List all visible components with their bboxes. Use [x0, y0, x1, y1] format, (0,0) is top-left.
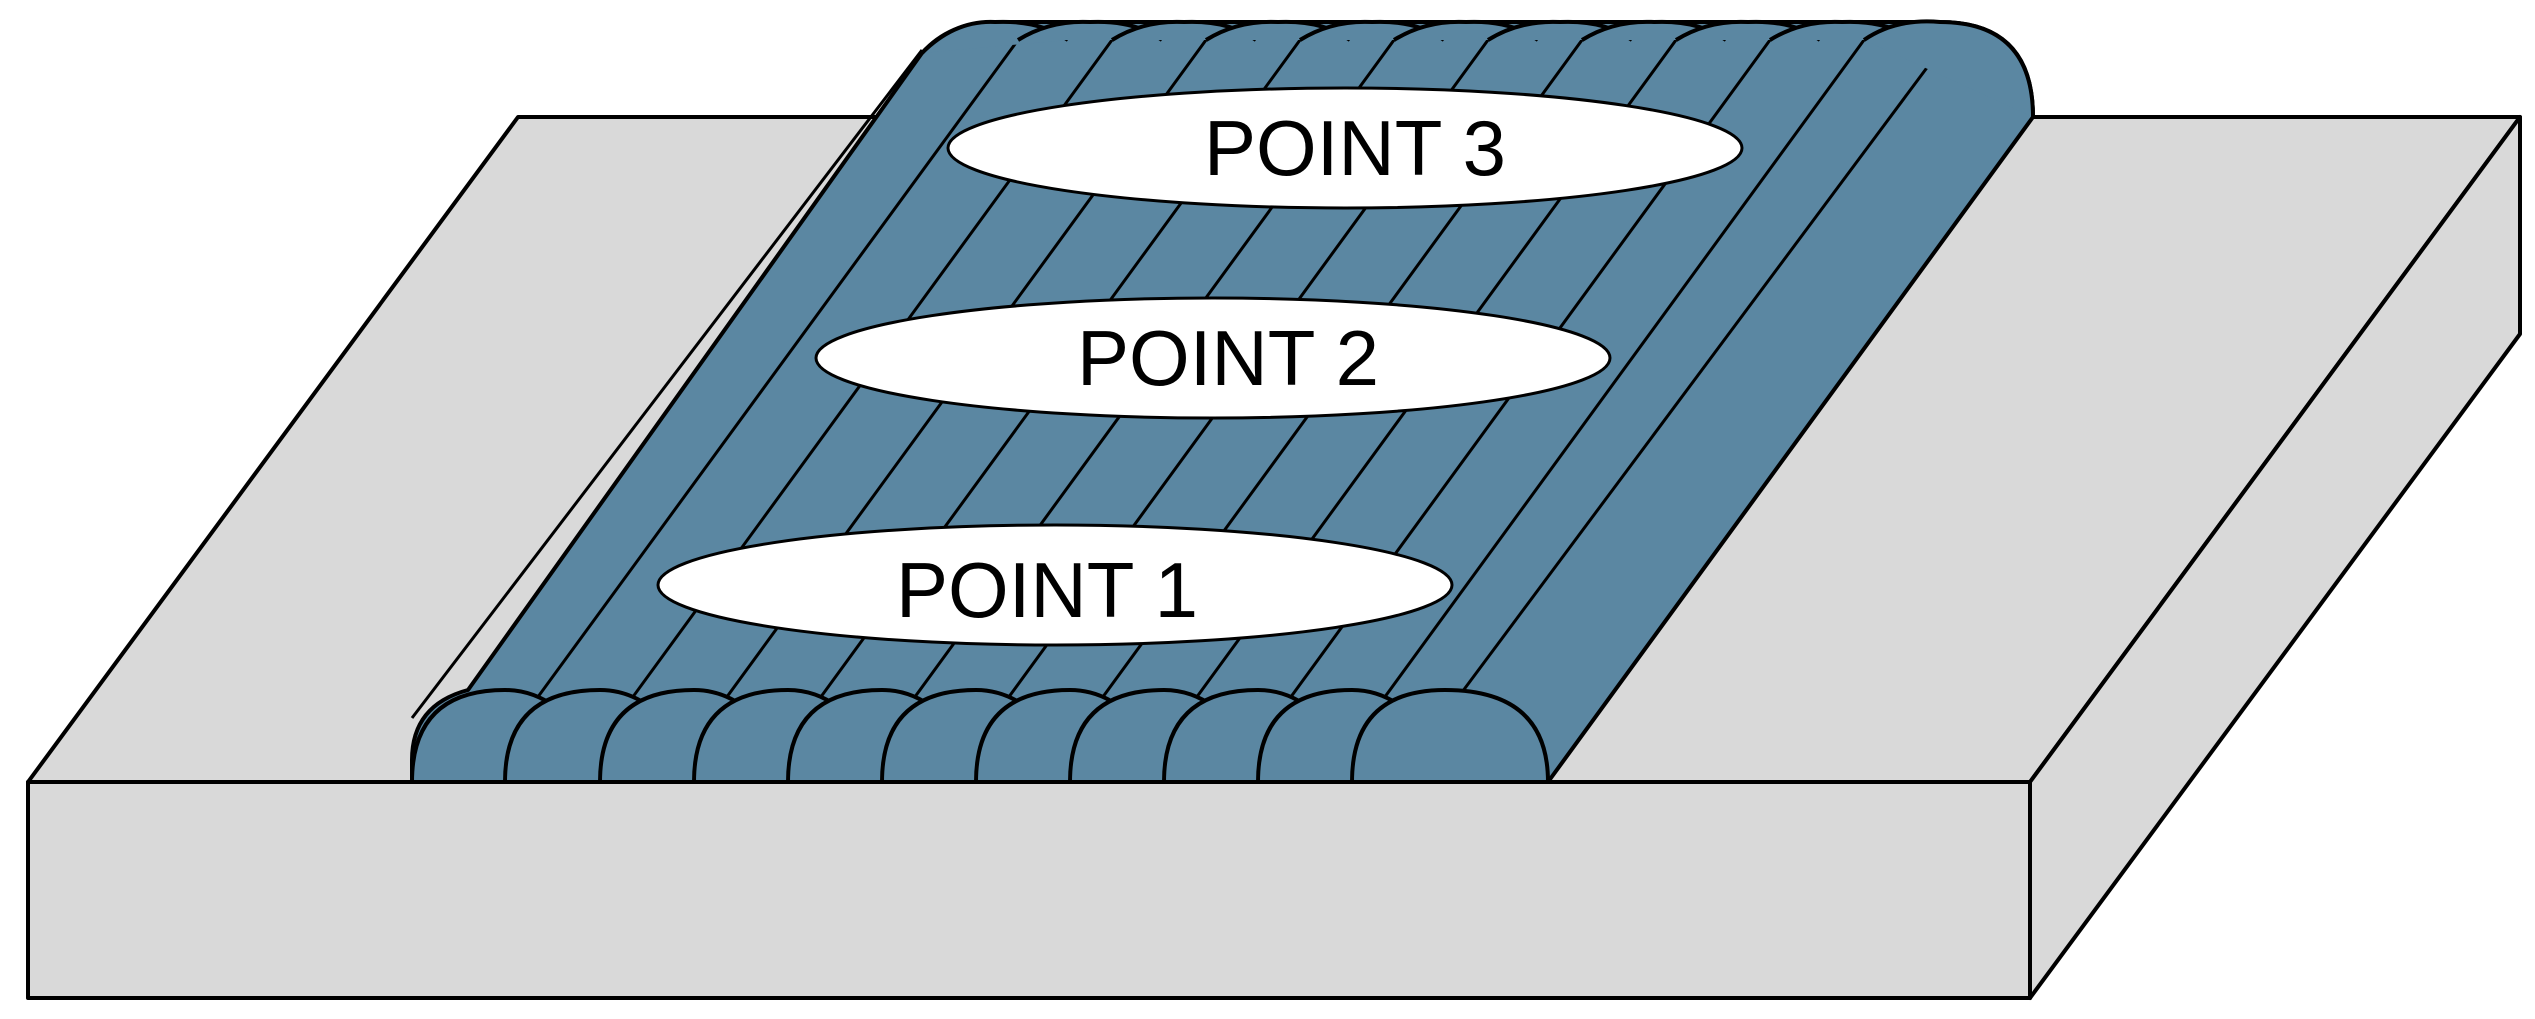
front-scallops [409, 687, 1551, 784]
point-2-text: POINT 2 [1077, 314, 1379, 402]
point-3-text: POINT 3 [1204, 104, 1506, 192]
point-3-label: POINT 3 [946, 86, 1744, 210]
plate-front-face [26, 780, 2032, 1000]
point-2-label: POINT 2 [814, 296, 1612, 420]
back-scallops [920, 19, 2035, 118]
point-1-label: POINT 1 [656, 523, 1454, 647]
point-3-oval [946, 86, 1744, 210]
point-1-oval [656, 523, 1454, 647]
point-1-text: POINT 1 [896, 546, 1198, 634]
point-2-oval [814, 296, 1612, 420]
